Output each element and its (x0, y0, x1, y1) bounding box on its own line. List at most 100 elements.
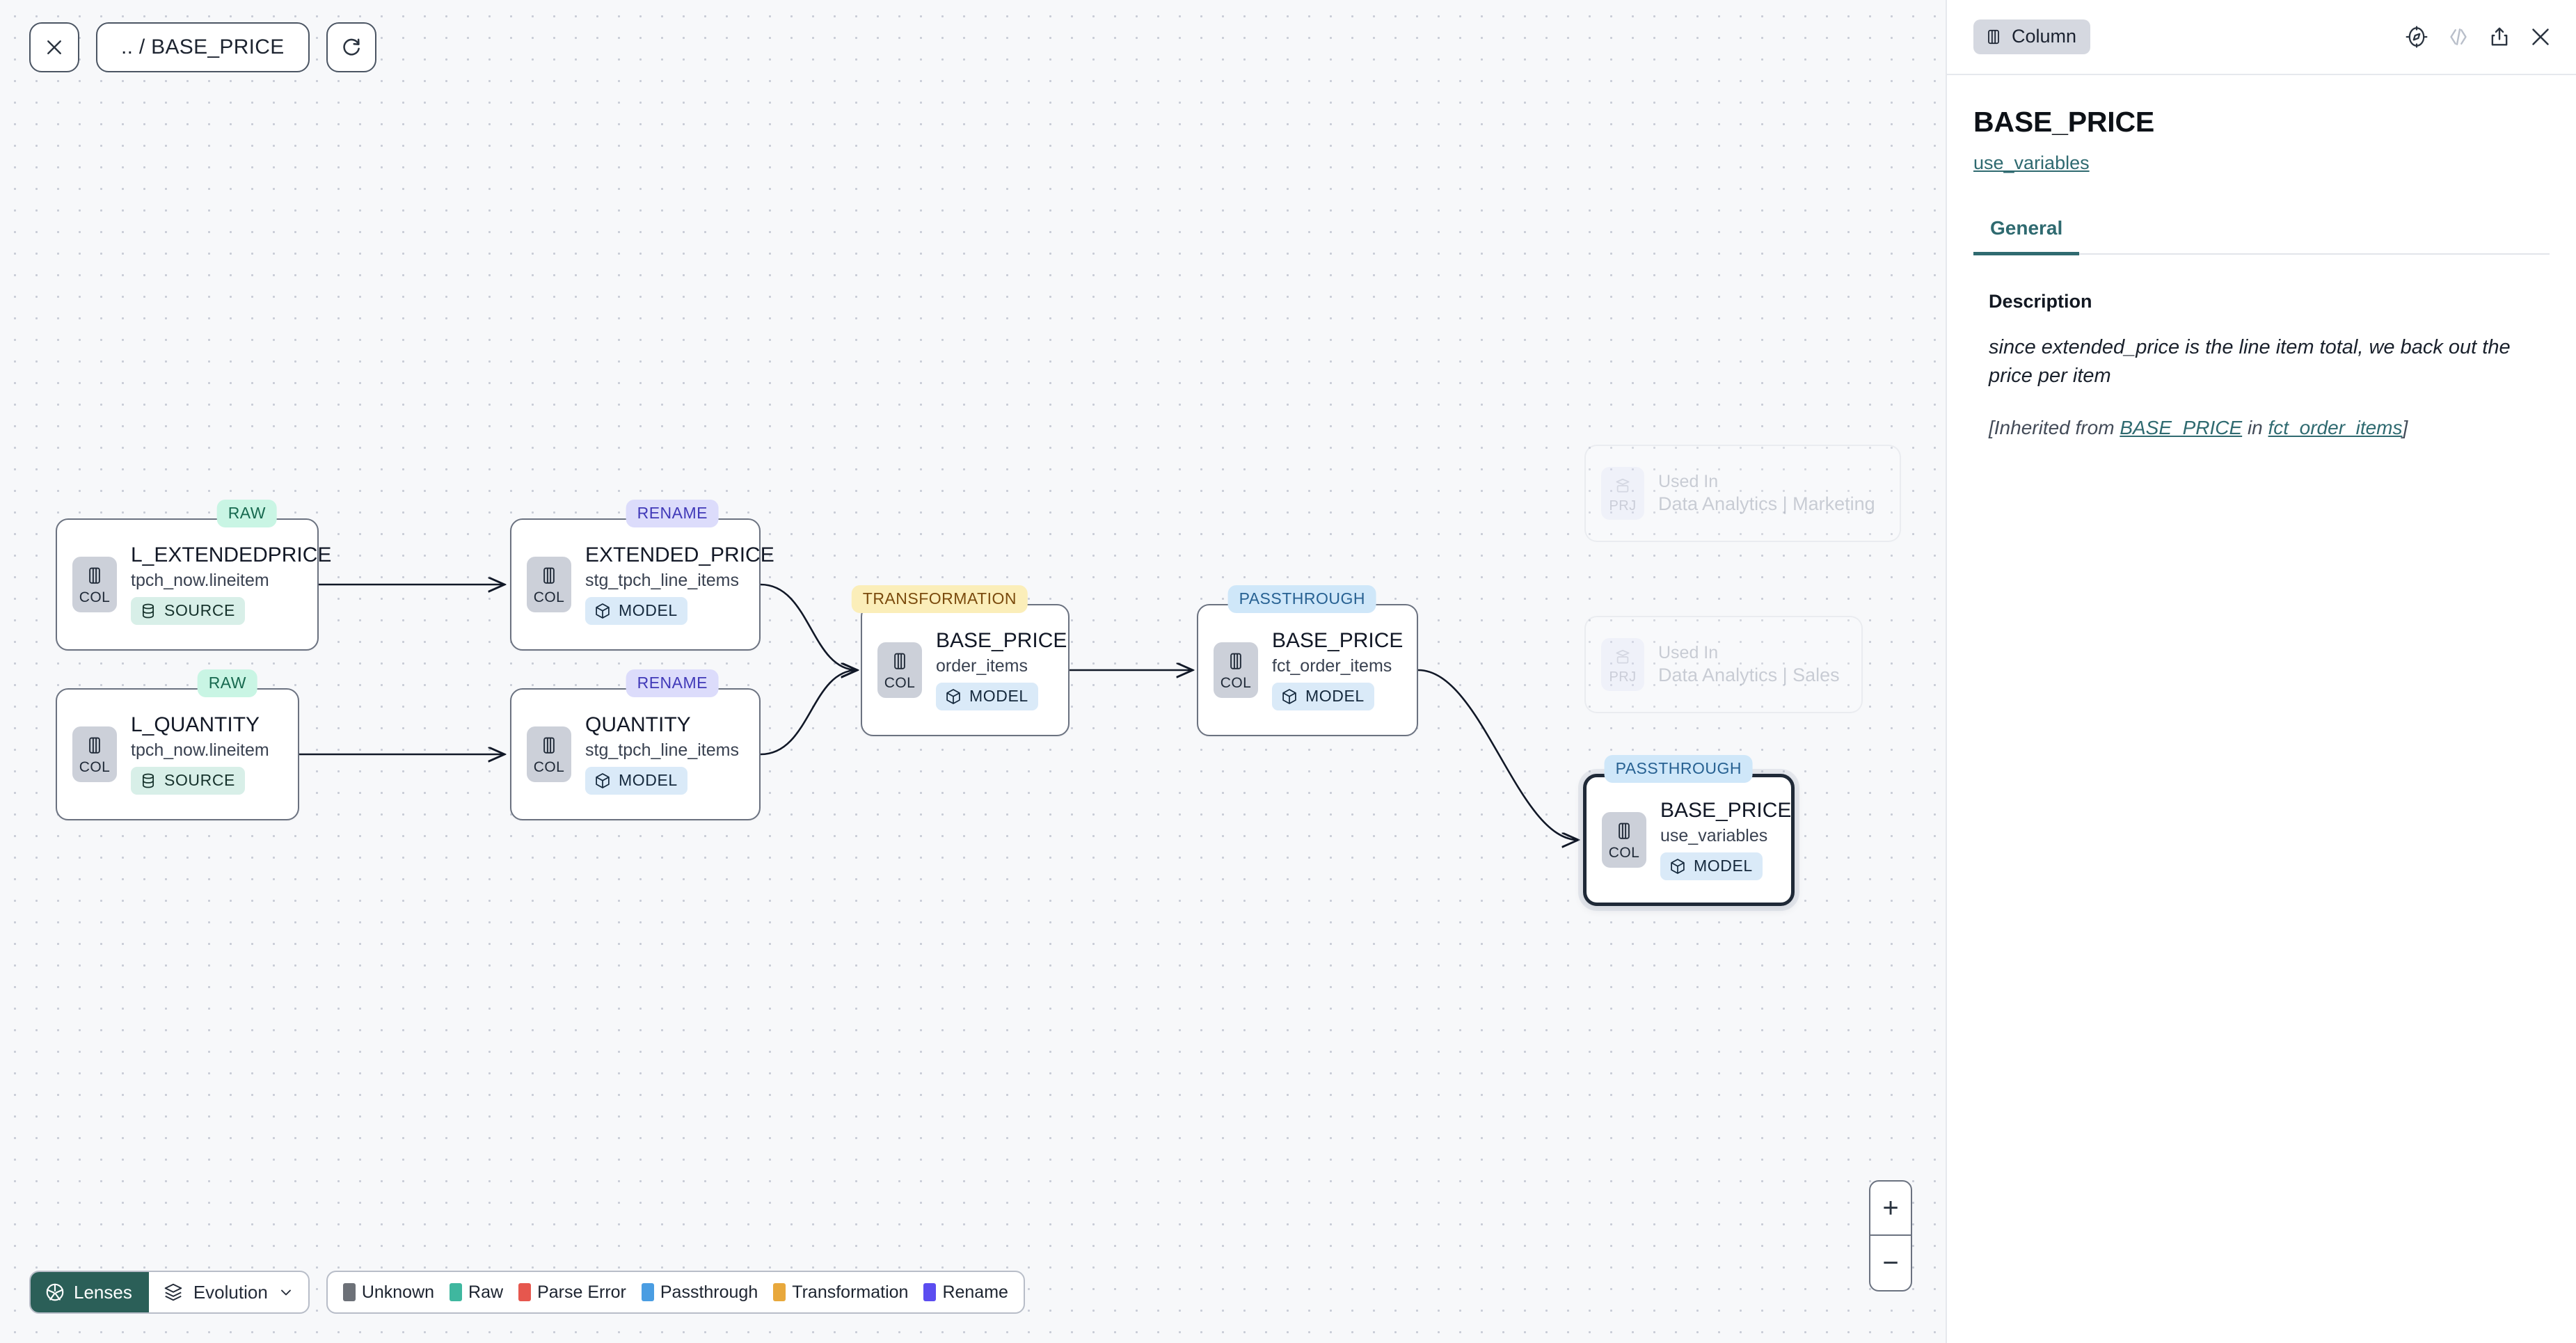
node-kind-pill: MODEL (585, 597, 687, 626)
legend-item-rename[interactable]: Rename (923, 1282, 1008, 1303)
details-panel: Column (1946, 0, 2576, 1343)
close-panel-icon[interactable] (2529, 25, 2552, 49)
graph-node-base_price_use_variables[interactable]: COL BASE_PRICE use_variables MODEL (1583, 774, 1795, 906)
node-status-badge-rename: RENAME (626, 500, 719, 527)
node-title: EXTENDED_PRICE (585, 543, 774, 566)
ghost-card-body: Used In Data Analytics | Marketing (1658, 471, 1875, 516)
project-type-label: PRJ (1609, 498, 1637, 514)
legend-swatch (923, 1283, 937, 1301)
lenses-button[interactable]: Lenses (31, 1272, 149, 1312)
page-title: BASE_PRICE (1973, 106, 2155, 138)
refresh-button[interactable] (326, 22, 376, 72)
chevron-down-icon (280, 1289, 291, 1296)
legend-item-passthrough[interactable]: Passthrough (641, 1282, 758, 1303)
project-type-label: PRJ (1609, 669, 1637, 685)
column-icon (543, 567, 555, 584)
node-body: QUANTITY stg_tpch_line_items MODEL (585, 714, 739, 795)
close-graph-button[interactable] (29, 22, 79, 72)
node-status-badge-raw: RAW (197, 669, 257, 697)
cube-icon (946, 688, 960, 704)
legend-label: Parse Error (537, 1282, 626, 1302)
ghost-card-body: Used In Data Analytics | Sales (1658, 642, 1840, 688)
legend-label: Passthrough (660, 1282, 758, 1302)
legend-item-parse-error[interactable]: Parse Error (518, 1282, 626, 1303)
column-icon (89, 567, 100, 584)
model-link[interactable]: use_variables (1973, 152, 2090, 173)
compass-icon[interactable] (2405, 25, 2428, 49)
node-kind-pill: SOURCE (131, 597, 246, 626)
cube-icon (1282, 688, 1296, 704)
canvas-toolbar: .. / BASE_PRICE (29, 22, 376, 72)
zoom-in-button[interactable]: + (1870, 1182, 1911, 1236)
inherited-mid: in (2242, 417, 2268, 439)
panel-header: Column (1947, 0, 2576, 75)
entity-type-label: Column (2012, 26, 2077, 47)
lineage-canvas[interactable]: .. / BASE_PRICE COL L_EXTENDEDPRICE tpch… (0, 0, 1946, 1343)
node-body: EXTENDED_PRICE stg_tpch_line_items MODEL (585, 543, 774, 626)
legend-item-unknown[interactable]: Unknown (342, 1282, 435, 1303)
node-type-label: COL (79, 758, 111, 775)
inherited-note: [Inherited from BASE_PRICE in fct_order_… (1989, 414, 2534, 441)
panel-actions (2405, 25, 2552, 49)
graph-node-base_price_order_items[interactable]: COL BASE_PRICE order_items MODEL (861, 604, 1070, 736)
graph-node-extended_price[interactable]: COL EXTENDED_PRICE stg_tpch_line_items M… (510, 518, 774, 651)
graph-node-l_extendedprice[interactable]: COL L_EXTENDEDPRICE tpch_now.lineitem SO… (56, 518, 331, 651)
node-subtitle: order_items (936, 655, 1028, 676)
legend-label: Unknown (361, 1282, 435, 1302)
legend-swatch (773, 1283, 786, 1301)
node-type-label: COL (884, 674, 916, 691)
node-title: BASE_PRICE (936, 628, 1067, 652)
panel-tabs: General (1973, 217, 2550, 255)
description-text: since extended_price is the line item to… (1989, 336, 2511, 388)
node-kind-pill: MODEL (1272, 683, 1374, 711)
zoom-controls: + − (1869, 1180, 1912, 1292)
ghost-card-used-in-marketing[interactable]: PRJ Used In Data Analytics | Marketing (1584, 445, 1901, 542)
breadcrumb[interactable]: .. / BASE_PRICE (96, 22, 310, 72)
graph-node-l_quantity[interactable]: COL L_QUANTITY tpch_now.lineitem SOURCE (56, 688, 299, 820)
tab-general[interactable]: General (1973, 217, 2080, 255)
node-body: L_EXTENDEDPRICE tpch_now.lineitem SOURCE (131, 544, 331, 626)
cube-icon (596, 603, 610, 619)
entity-type-chip: Column (1973, 19, 2091, 54)
node-subtitle: tpch_now.lineitem (131, 570, 269, 590)
node-kind-label: SOURCE (164, 601, 236, 620)
graph-node-quantity[interactable]: COL QUANTITY stg_tpch_line_items MODEL (510, 688, 761, 820)
node-type-icon: COL (1602, 812, 1646, 868)
ghost-card-used-in-sales[interactable]: PRJ Used In Data Analytics | Sales (1584, 616, 1863, 713)
used-in-label: Used In (1658, 471, 1719, 491)
code-icon[interactable] (2447, 25, 2470, 49)
node-body: BASE_PRICE fct_order_items MODEL (1272, 630, 1403, 711)
column-icon (1619, 823, 1630, 839)
evolution-dropdown[interactable]: Evolution (149, 1272, 308, 1312)
description-section: Description since extended_price is the … (1973, 291, 2550, 442)
evolution-label: Evolution (193, 1281, 268, 1303)
inherited-column-link[interactable]: BASE_PRICE (2120, 417, 2243, 439)
used-in-project: Data Analytics | Sales (1658, 664, 1840, 685)
legend-swatch (518, 1283, 532, 1301)
zoom-out-button[interactable]: − (1882, 1247, 1899, 1278)
node-kind-label: MODEL (1305, 687, 1365, 706)
node-kind-label: MODEL (619, 601, 678, 620)
lenses-control: Lenses Evolution (29, 1271, 310, 1314)
close-icon (47, 40, 61, 54)
column-icon (1988, 29, 1999, 44)
node-type-icon: COL (877, 642, 922, 698)
refresh-icon (342, 38, 360, 56)
database-icon (142, 603, 154, 619)
node-status-badge-passthrough: PASSTHROUGH (1227, 585, 1376, 613)
breadcrumb-label: .. / BASE_PRICE (121, 35, 285, 58)
node-title: BASE_PRICE (1660, 798, 1792, 822)
legend-item-transformation[interactable]: Transformation (773, 1282, 908, 1303)
project-icon (1616, 478, 1630, 493)
node-type-label: COL (79, 589, 111, 605)
legend-item-raw[interactable]: Raw (450, 1282, 503, 1303)
node-body: L_QUANTITY tpch_now.lineitem SOURCE (131, 714, 269, 795)
node-subtitle: stg_tpch_line_items (585, 570, 739, 590)
share-icon[interactable] (2488, 26, 2511, 48)
panel-body: BASE_PRICE use_variables General Descrip… (1947, 75, 2576, 1343)
legend-label: Transformation (792, 1282, 909, 1302)
inherited-model-link[interactable]: fct_order_items (2268, 417, 2403, 439)
column-icon (543, 737, 555, 754)
graph-node-base_price_fct_order_items[interactable]: COL BASE_PRICE fct_order_items MODEL (1197, 604, 1418, 736)
used-in-label: Used In (1658, 642, 1719, 662)
